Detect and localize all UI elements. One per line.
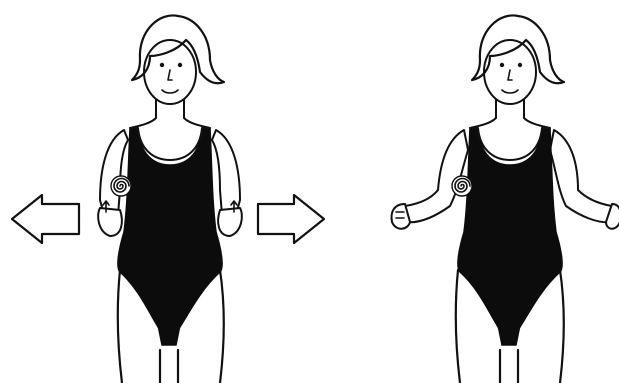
head	[132, 15, 224, 104]
arrow-left-icon	[12, 195, 79, 243]
figure-arms-raised-sideways	[392, 15, 619, 383]
arrow-right-icon	[258, 195, 324, 243]
right-fist	[218, 208, 242, 236]
left-fist	[98, 208, 122, 236]
spiral-marker-icon-2	[452, 176, 472, 196]
figure-arms-down	[98, 15, 242, 383]
spiral-marker-icon	[111, 176, 131, 196]
head-2	[472, 15, 564, 104]
